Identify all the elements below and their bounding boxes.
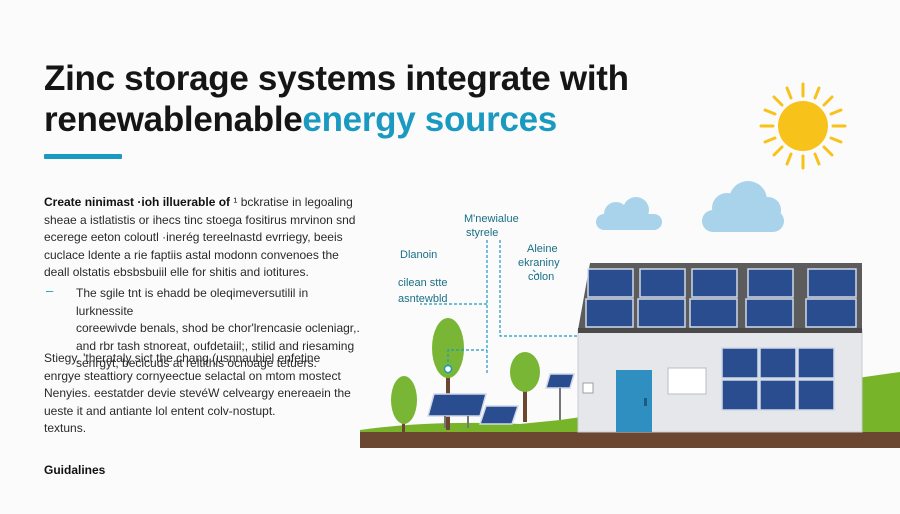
intro-line: ecerege eeton coloutl ·inerég tereelnast… [44,230,343,244]
strategy-paragraph: Stiegy. 'therataly sict the chang (usnna… [44,350,364,438]
ground-solar-panel-large [427,393,487,428]
label-aleine: Aleine [527,243,558,255]
soil-strip [360,432,900,448]
strategy-line: ueste it and antiante lol entent colv-no… [44,403,276,418]
page-title: Zinc storage systems integrate with rene… [44,58,744,140]
roof-solar-panels [585,268,857,328]
title-line-1: Zinc storage systems integrate with [44,59,629,98]
house [577,263,863,433]
title-line-2-prefix: renewablenable [44,100,303,139]
strategy-line: Nenyies. eestatder devie stevéW celvearg… [44,386,351,400]
title-accent-rule [44,154,122,159]
bullet-line: senrgyt, becicuds at reltithis ocnoage t… [76,356,317,370]
tree-icon-round [510,352,540,422]
sun-icon [759,82,847,170]
label-aleine-2: ekraniny [518,257,560,269]
cloud-icon-left [596,197,662,230]
label-renewable-2: styrele [466,227,498,239]
wall-solar-panels [721,347,835,411]
intro-line: ¹ bckratise in legoaling [230,195,353,209]
intro-line: sheae a istlatistis or ihecs tinc stoega… [44,212,356,227]
label-diamon: Dlanoin [400,249,437,261]
pole-solar-panel [545,373,575,420]
intro-paragraph: Create ninimast ·ioh illuerable of ¹ bck… [44,194,364,282]
window [667,367,707,395]
label-clean: cilean stte [398,277,448,289]
bullet-paragraph: The sgile tnt is ehadd be oleqimeversuti… [76,285,366,373]
cloud-icon-right [702,181,784,232]
strategy-line: textuns. [44,421,87,435]
connector-lines [420,240,578,374]
bullet-line: and rbr tash stnoreat, oufdetaiil;, stil… [76,338,355,353]
strategy-line: enrgye steattiory cornyeectue selactal o… [44,368,341,383]
connector-node [443,364,453,374]
intro-lead: Create ninimast ·ioh illuerable of [44,195,231,209]
guidelines-footer: Guidalines [44,463,106,477]
ground-solar-panel-small [478,405,520,425]
intro-line: deall olstatis ebsbsbuiil elle for shiti… [44,265,309,279]
label-clean-2: asntewbld [398,293,448,305]
label-renewable: M'newialue [464,213,519,225]
bullet-line: coreewivde benals, shod be chor'lrencasi… [76,321,360,335]
title-line-2-accent: energy sources [302,100,557,139]
tree-icon-tall [432,318,464,430]
bullet-line: The sgile tnt is ehadd be oleqimeversuti… [76,286,309,318]
strategy-line: Stiegy. 'therataly sict the chang (usnna… [44,351,321,365]
bullet-dash: – [46,283,54,298]
label-aleine-3: colon [528,271,554,283]
tree-icon-small [391,376,417,432]
storage-box [582,382,594,394]
intro-line: cuclace ldente a rie faptiis astal modon… [44,247,339,262]
